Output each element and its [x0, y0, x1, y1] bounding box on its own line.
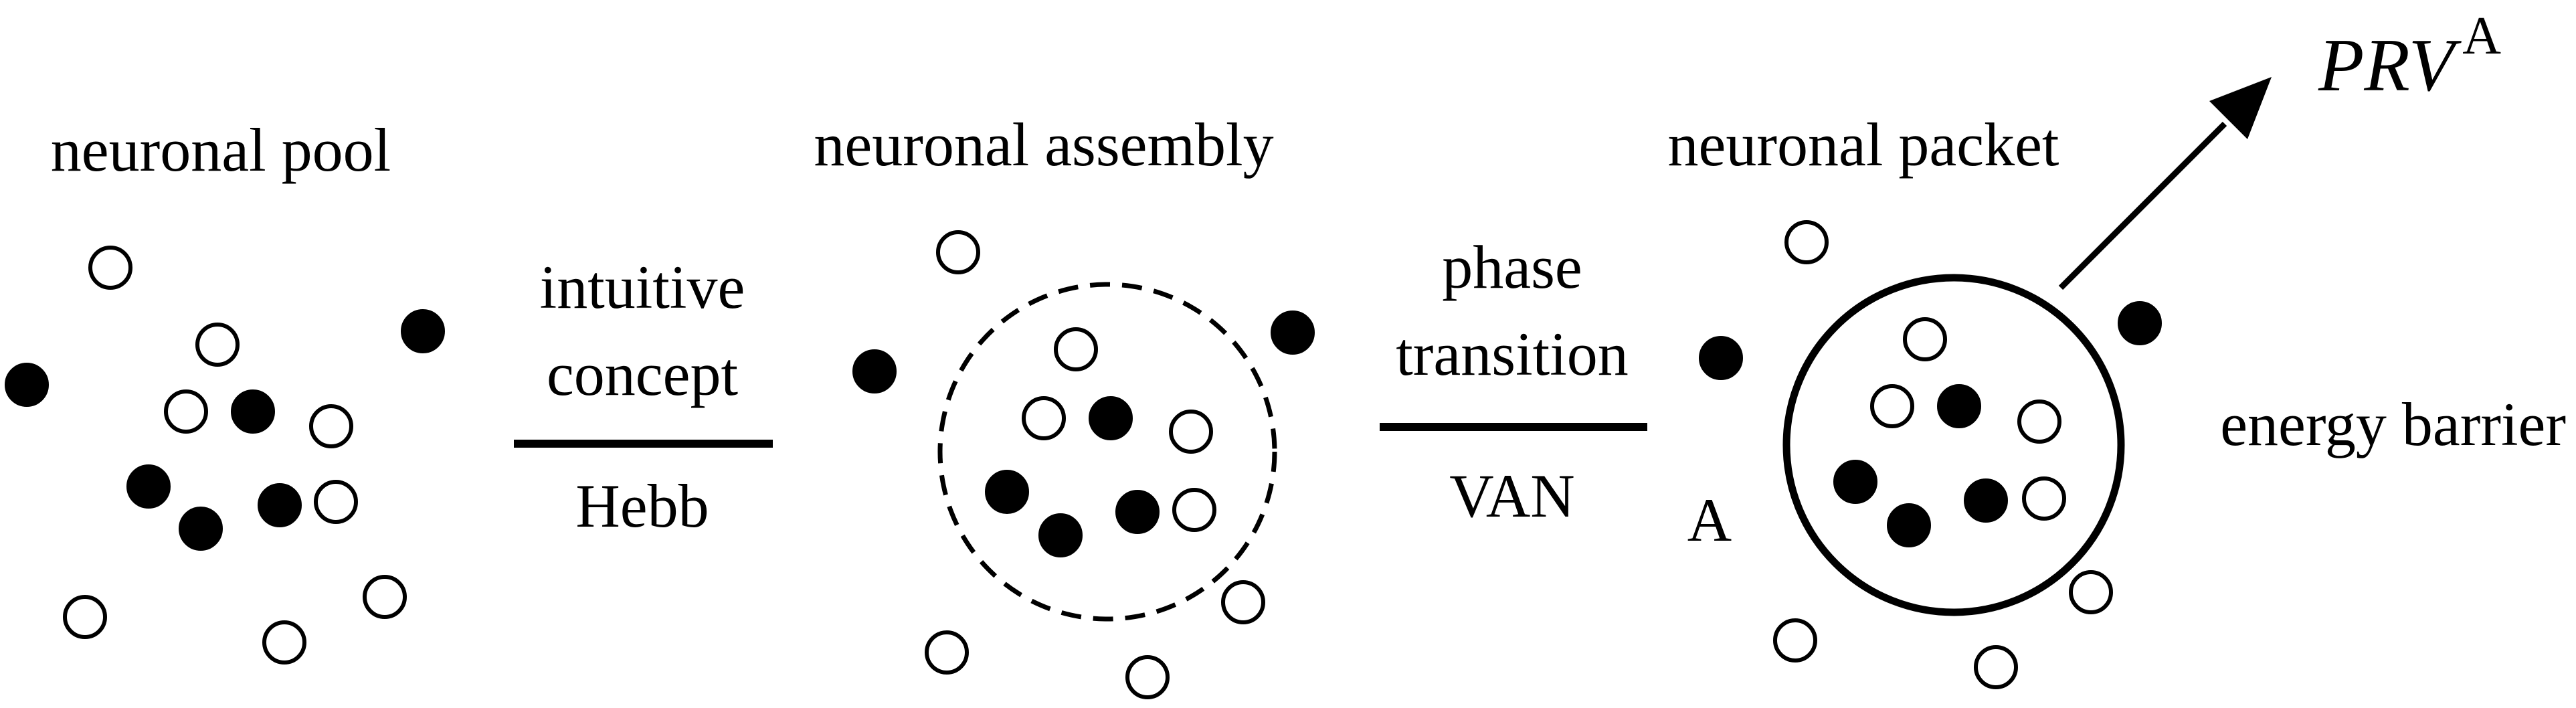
neuron-open — [1974, 645, 2018, 689]
pool-neurons — [5, 246, 445, 665]
neuron-open — [1054, 327, 1098, 371]
neuron-filled — [985, 470, 1029, 514]
neuron-filled — [1964, 478, 2008, 523]
neuron-open — [2022, 476, 2066, 521]
energy-barrier-label: energy barrier — [2220, 390, 2566, 458]
neuron-open — [262, 620, 306, 665]
assembly-boundary-dashed — [937, 282, 1277, 622]
neuron-filled — [1887, 503, 1931, 547]
point-a-label: A — [1687, 486, 1732, 554]
neuron-open — [1903, 317, 1947, 361]
neuron-open — [1784, 220, 1829, 264]
neuron-open — [2069, 570, 2113, 614]
prv-superscript: A — [2462, 7, 2501, 66]
neuron-open — [63, 595, 107, 639]
neuron-filled — [1038, 513, 1083, 557]
neuron-open — [88, 246, 132, 290]
packet-boundary-solid — [1782, 274, 2125, 616]
transition2-top-line1: phase — [1442, 233, 1582, 301]
prv-main: PRV — [2318, 24, 2462, 107]
neuron-open — [925, 630, 969, 675]
neuron-filled — [231, 389, 275, 434]
neuron-open — [1773, 618, 1817, 662]
neuron-open — [195, 323, 240, 367]
neuron-open — [1169, 410, 1213, 454]
output-arrow-shaft — [2058, 121, 2227, 290]
neuron-open — [2017, 400, 2061, 444]
neuron-filled — [401, 309, 445, 353]
neuron-filled — [1937, 384, 1981, 428]
neuron-open — [1125, 655, 1170, 699]
transition1-top-line2: concept — [547, 340, 739, 408]
assembly-neurons — [852, 230, 1315, 699]
neuron-filled — [126, 464, 171, 509]
assembly-label: neuronal assembly — [814, 110, 1273, 179]
neuron-open — [363, 575, 407, 619]
neuron-filled — [258, 483, 302, 527]
transition2-bottom: VAN — [1449, 462, 1574, 530]
packet-label: neuronal packet — [1668, 110, 2059, 179]
neuron-open — [314, 480, 358, 524]
neuron-filled — [179, 507, 223, 551]
neuron-open — [1221, 580, 1265, 624]
transition1-top-line1: intuitive — [540, 253, 745, 321]
neuron-open — [936, 230, 980, 274]
packet-neurons — [1699, 220, 2162, 689]
neuron-filled — [1271, 311, 1315, 355]
neuron-open — [164, 389, 208, 434]
neuron-open — [1022, 396, 1066, 440]
neuron-open — [1172, 488, 1216, 532]
neuron-open — [1870, 384, 1914, 428]
neuron-filled — [1833, 460, 1877, 504]
neuron-filled — [852, 349, 897, 393]
neuron-filled — [5, 363, 49, 407]
transition1-bottom: Hebb — [575, 472, 709, 540]
transition2-top-line2: transition — [1396, 320, 1629, 388]
neuron-filled — [1699, 336, 1743, 380]
neuron-filled — [1115, 490, 1160, 534]
neuron-filled — [2118, 301, 2162, 345]
pool-label: neuronal pool — [51, 116, 391, 184]
neuron-filled — [1089, 396, 1133, 440]
output-arrowhead — [2209, 77, 2272, 139]
neuron-open — [309, 404, 353, 448]
